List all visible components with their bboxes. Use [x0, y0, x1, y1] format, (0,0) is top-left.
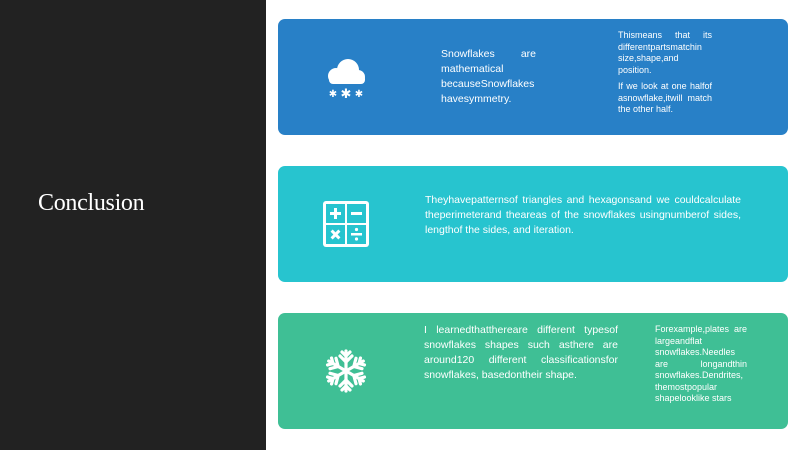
card-patterns-main-text: Theyhavepatternsof triangles and hexagon…: [425, 194, 741, 236]
card-patterns: Theyhavepatternsof triangles and hexagon…: [278, 166, 788, 282]
left-panel: Conclusion: [0, 0, 266, 450]
card-symmetry: ✱ ✱ ✱ Snowflakes are mathematical becaus…: [278, 19, 788, 135]
card-types-main-text: I learnedthatthereare different typesof …: [424, 324, 618, 381]
slide-title: Conclusion: [38, 190, 145, 216]
snowflake-icon: [318, 313, 373, 429]
card-types-side-text: Forexample,plates are largeandflat snowf…: [655, 324, 747, 403]
svg-text:✱: ✱: [328, 89, 336, 99]
svg-text:✱: ✱: [340, 87, 351, 99]
calculator-icon: [318, 166, 373, 282]
card-symmetry-side-paragraph-2: If we look at one halfof asnowflake,itwi…: [618, 81, 712, 114]
card-symmetry-main-text: Snowflakes are mathematical becauseSnowf…: [441, 48, 536, 105]
card-symmetry-side-paragraph-1: Thismeans that its differentpartsmatchin…: [618, 30, 712, 75]
card-types: I learnedthatthereare different typesof …: [278, 313, 788, 429]
snow-cloud-icon: ✱ ✱ ✱: [318, 19, 373, 135]
svg-text:✱: ✱: [354, 89, 362, 99]
card-symmetry-side-text: Thismeans that its differentpartsmatchin…: [618, 30, 712, 121]
